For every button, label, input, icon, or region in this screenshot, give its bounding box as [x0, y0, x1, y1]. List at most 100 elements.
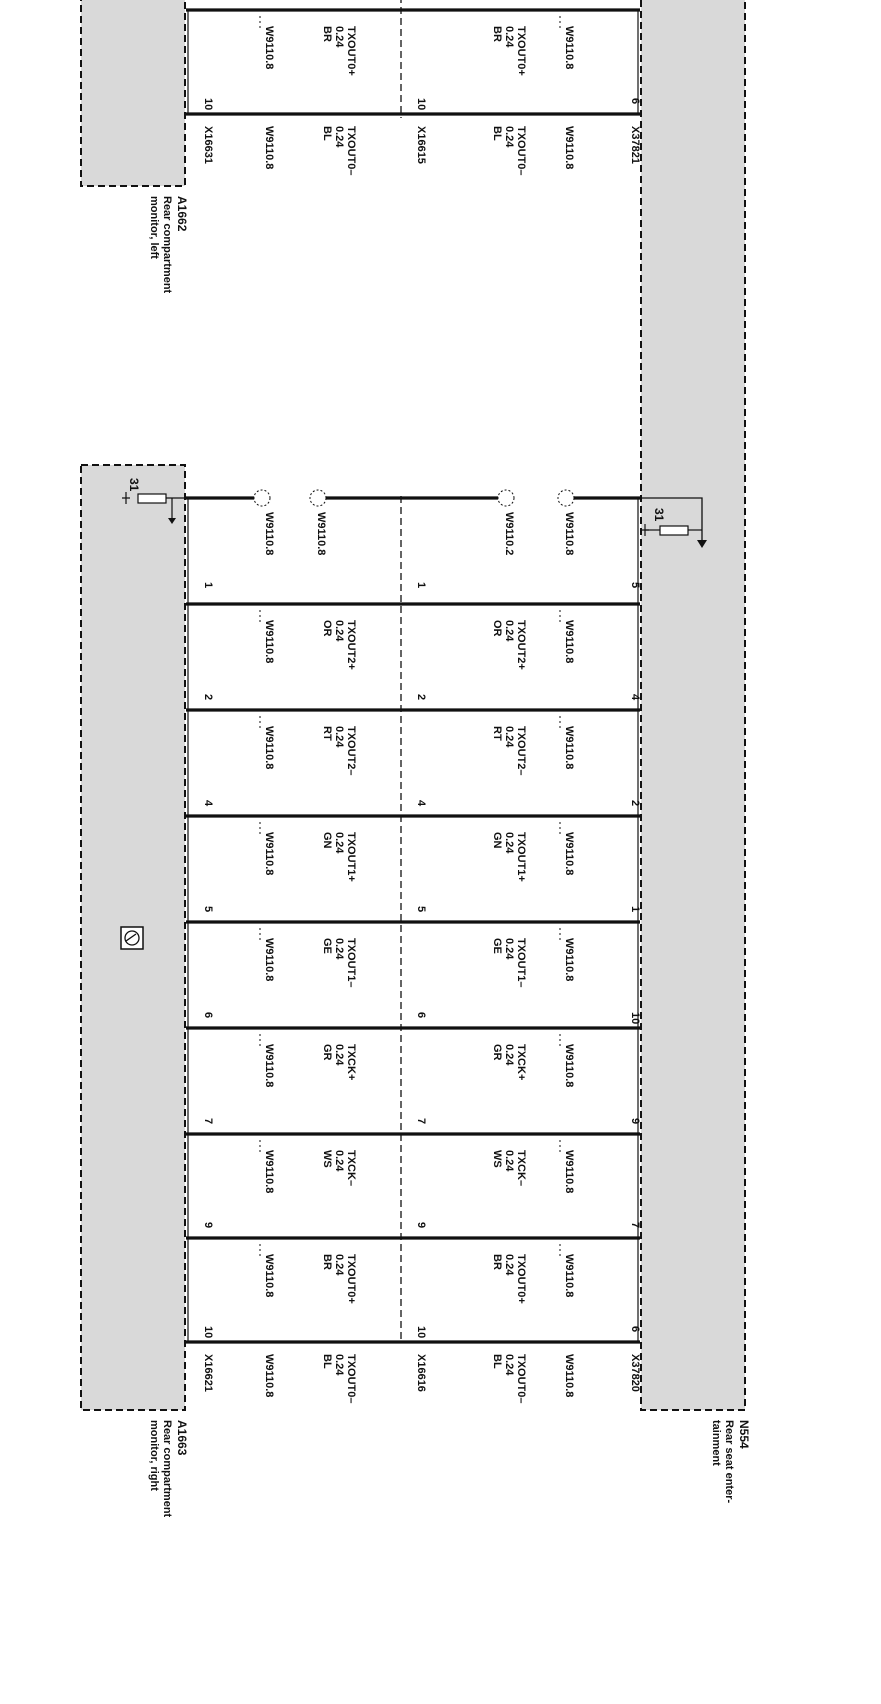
- a1662-name-1: monitor, left: [148, 196, 160, 259]
- a1663-name-1: monitor, right: [148, 1420, 160, 1491]
- ground-mark-icon: [641, 524, 649, 536]
- signal-n554-1: 0.24: [503, 126, 515, 148]
- a1663-name-0: Rear compartment: [161, 1420, 173, 1518]
- pin-n554: 7: [629, 1222, 641, 1228]
- wire-id-n554: W9110.8: [563, 938, 575, 981]
- signal-mon-0: TXCK–: [345, 1150, 357, 1186]
- signal-n554-0: TXOUT2+: [515, 620, 527, 670]
- signal-n554-0: TXOUT0+: [515, 1254, 527, 1304]
- signal-mon-2: GR: [321, 1044, 333, 1061]
- n554-box: [640, 0, 746, 1411]
- pin-n554: 5: [629, 582, 641, 588]
- signal-n554-1: 0.24: [503, 938, 515, 960]
- ground-arrow-icon: [168, 518, 176, 524]
- wire-id-mid: W9110.2: [503, 512, 515, 555]
- signal-n554-2: BR: [491, 1254, 503, 1270]
- splice-dot: [557, 489, 575, 507]
- wire-id-n554: W9110.8: [563, 26, 575, 69]
- signal-n554-1: 0.24: [503, 26, 515, 48]
- signal-n554-2: OR: [491, 620, 503, 637]
- signal-n554-2: GN: [491, 832, 503, 849]
- wire-id-mon: W9110.8: [263, 512, 275, 555]
- wire-id-mon: W9110.8: [263, 1254, 275, 1297]
- a1662-box: [80, 0, 186, 187]
- pin-mid: 9: [415, 1222, 427, 1228]
- signal-n554-2: GE: [491, 938, 503, 954]
- connector-x16621: X16621: [202, 1354, 214, 1392]
- monitor-icon: [120, 926, 144, 950]
- pin-n554: 10: [629, 1012, 641, 1024]
- signal-mon-0: TXOUT0+: [345, 26, 357, 76]
- signal-mon-2: RT: [321, 726, 333, 741]
- pin-n554: 6: [629, 98, 641, 104]
- pin-mon: 4: [202, 800, 214, 807]
- signal-mon-0: TXOUT2+: [345, 620, 357, 670]
- signal-mon-0: TXCK+: [345, 1044, 357, 1080]
- pin-mon: 7: [202, 1118, 214, 1124]
- splice-dot: [253, 489, 271, 507]
- pin-mid: 4: [415, 800, 427, 807]
- signal-n554-1: 0.24: [503, 1044, 515, 1066]
- a1662-name-0: Rear compartment: [161, 196, 173, 294]
- pin-mon: 10: [202, 98, 214, 110]
- signal-n554-2: BR: [491, 26, 503, 42]
- signal-n554-0: TXCK–: [515, 1150, 527, 1186]
- signal-mon-1: 0.24: [333, 1254, 345, 1276]
- signal-mon-1: 0.24: [333, 1354, 345, 1376]
- wire-id-mon: W9110.8: [263, 1150, 275, 1193]
- splice-dot: [497, 489, 515, 507]
- wire-id-mon: W9110.8: [263, 726, 275, 769]
- wire-id-n554: W9110.8: [563, 726, 575, 769]
- signal-n554-1: 0.24: [503, 1354, 515, 1376]
- pin-n554: 2: [629, 800, 641, 806]
- connector-x16616: X16616: [415, 1354, 427, 1392]
- signal-mon-2: GE: [321, 938, 333, 954]
- signal-n554-1: 0.24: [503, 620, 515, 642]
- wire-id-n554: W9110.8: [563, 620, 575, 663]
- wire-id-n554: W9110.8: [563, 1254, 575, 1297]
- resistor-icon: [659, 525, 689, 536]
- pin-mid: 6: [415, 1012, 427, 1018]
- signal-mon-1: 0.24: [333, 26, 345, 48]
- signal-n554-0: TXOUT1+: [515, 832, 527, 882]
- pin-n554: 4: [629, 694, 641, 701]
- signal-n554-2: GR: [491, 1044, 503, 1061]
- pin-n554: 6: [629, 1326, 641, 1332]
- pin-mid: 7: [415, 1118, 427, 1124]
- a1662-id: A1662: [175, 196, 189, 232]
- pin-mon: 9: [202, 1222, 214, 1228]
- signal-n554-1: 0.24: [503, 832, 515, 854]
- pin-n554: 1: [629, 906, 641, 912]
- resistor-icon: [137, 493, 167, 504]
- wire-id-mon: W9110.8: [263, 26, 275, 69]
- connector-x37821: X37821: [629, 126, 641, 164]
- a1663-id: A1663: [175, 1420, 189, 1456]
- monitor-icon-stroke: [125, 933, 137, 942]
- pin-mid: 5: [415, 906, 427, 912]
- signal-n554-1: 0.24: [503, 726, 515, 748]
- wire-id-mon: W9110.8: [263, 620, 275, 663]
- pin-mon: 10: [202, 1326, 214, 1338]
- signal-mon-2: BL: [321, 126, 333, 141]
- signal-mon-0: TXOUT0+: [345, 1254, 357, 1304]
- pin-mon: 1: [202, 582, 214, 588]
- ground-mark-icon: [122, 492, 130, 504]
- signal-mon-2: BL: [321, 1354, 333, 1369]
- ground-31-n554: 31: [652, 508, 666, 522]
- pin-mon: 5: [202, 906, 214, 912]
- pin-mid: 10: [415, 1326, 427, 1338]
- wire-id-n554: W9110.8: [563, 126, 575, 169]
- pin-mon: 6: [202, 1012, 214, 1018]
- signal-mon-1: 0.24: [333, 126, 345, 148]
- wire-id-mon: W9110.8: [315, 512, 327, 555]
- signal-mon-0: TXOUT1–: [345, 938, 357, 988]
- n554-id: N554: [737, 1420, 751, 1449]
- signal-mon-2: WS: [321, 1150, 333, 1168]
- ground-wire-n554: [640, 497, 703, 540]
- wire-id-n554: W9110.8: [563, 1354, 575, 1397]
- connector-x37820: X37820: [629, 1354, 641, 1392]
- signal-mon-0: TXOUT0–: [345, 1354, 357, 1404]
- pin-mid: 1: [415, 582, 427, 588]
- wire-id-n554: W9110.8: [563, 832, 575, 875]
